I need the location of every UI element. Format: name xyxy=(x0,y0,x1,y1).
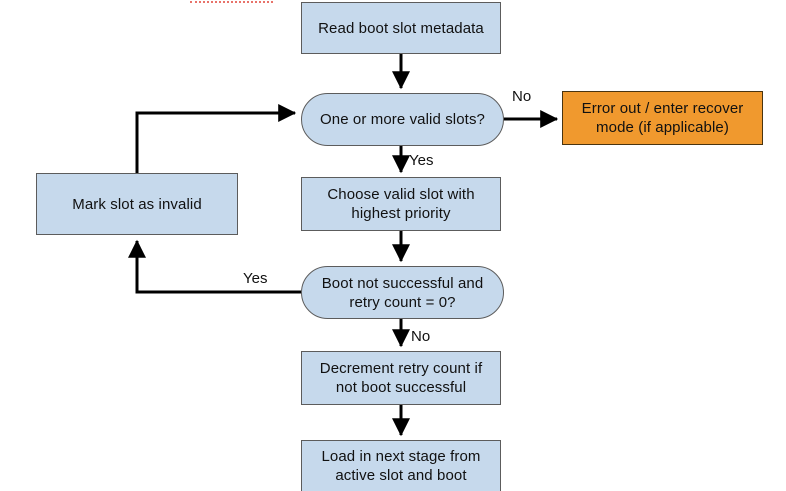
top-dotted-rule xyxy=(190,1,273,3)
edge-label-no-valid-slots: No xyxy=(512,88,532,105)
decrement-retry-count-node-label: Decrement retry count if not boot succes… xyxy=(319,360,483,396)
decrement-retry-count-node[interactable]: Decrement retry count if not boot succes… xyxy=(301,351,501,405)
read-boot-slot-metadata-node-label: Read boot slot metadata xyxy=(318,19,484,37)
boot-not-successful-decision-label: Boot not successful and retry count = 0? xyxy=(321,274,484,311)
choose-valid-slot-node[interactable]: Choose valid slot with highest priority xyxy=(301,177,501,231)
error-out-recover-mode-node-label: Error out / enter recover mode (if appli… xyxy=(581,100,744,136)
mark-slot-as-invalid-node[interactable]: Mark slot as invalid xyxy=(36,173,238,235)
one-or-more-valid-slots-decision[interactable]: One or more valid slots? xyxy=(301,93,504,146)
mark-slot-as-invalid-node-label: Mark slot as invalid xyxy=(72,195,202,213)
edge-label-yes-retry-zero: Yes xyxy=(243,270,268,287)
load-next-stage-node-label: Load in next stage from active slot and … xyxy=(321,448,481,484)
error-out-recover-mode-node[interactable]: Error out / enter recover mode (if appli… xyxy=(562,91,763,145)
one-or-more-valid-slots-decision-label: One or more valid slots? xyxy=(320,111,485,128)
choose-valid-slot-node-label: Choose valid slot with highest priority xyxy=(327,186,475,222)
load-next-stage-node[interactable]: Load in next stage from active slot and … xyxy=(301,440,501,491)
read-boot-slot-metadata-node[interactable]: Read boot slot metadata xyxy=(301,2,501,54)
edge-label-yes-valid-slots: Yes xyxy=(409,152,434,169)
edge-mark-slot-to-valid-slots xyxy=(135,104,297,173)
edge-boot-yes-to-mark-slot xyxy=(128,239,301,294)
edge-label-no-retry-zero: No xyxy=(411,328,431,345)
boot-not-successful-decision[interactable]: Boot not successful and retry count = 0? xyxy=(301,266,504,319)
